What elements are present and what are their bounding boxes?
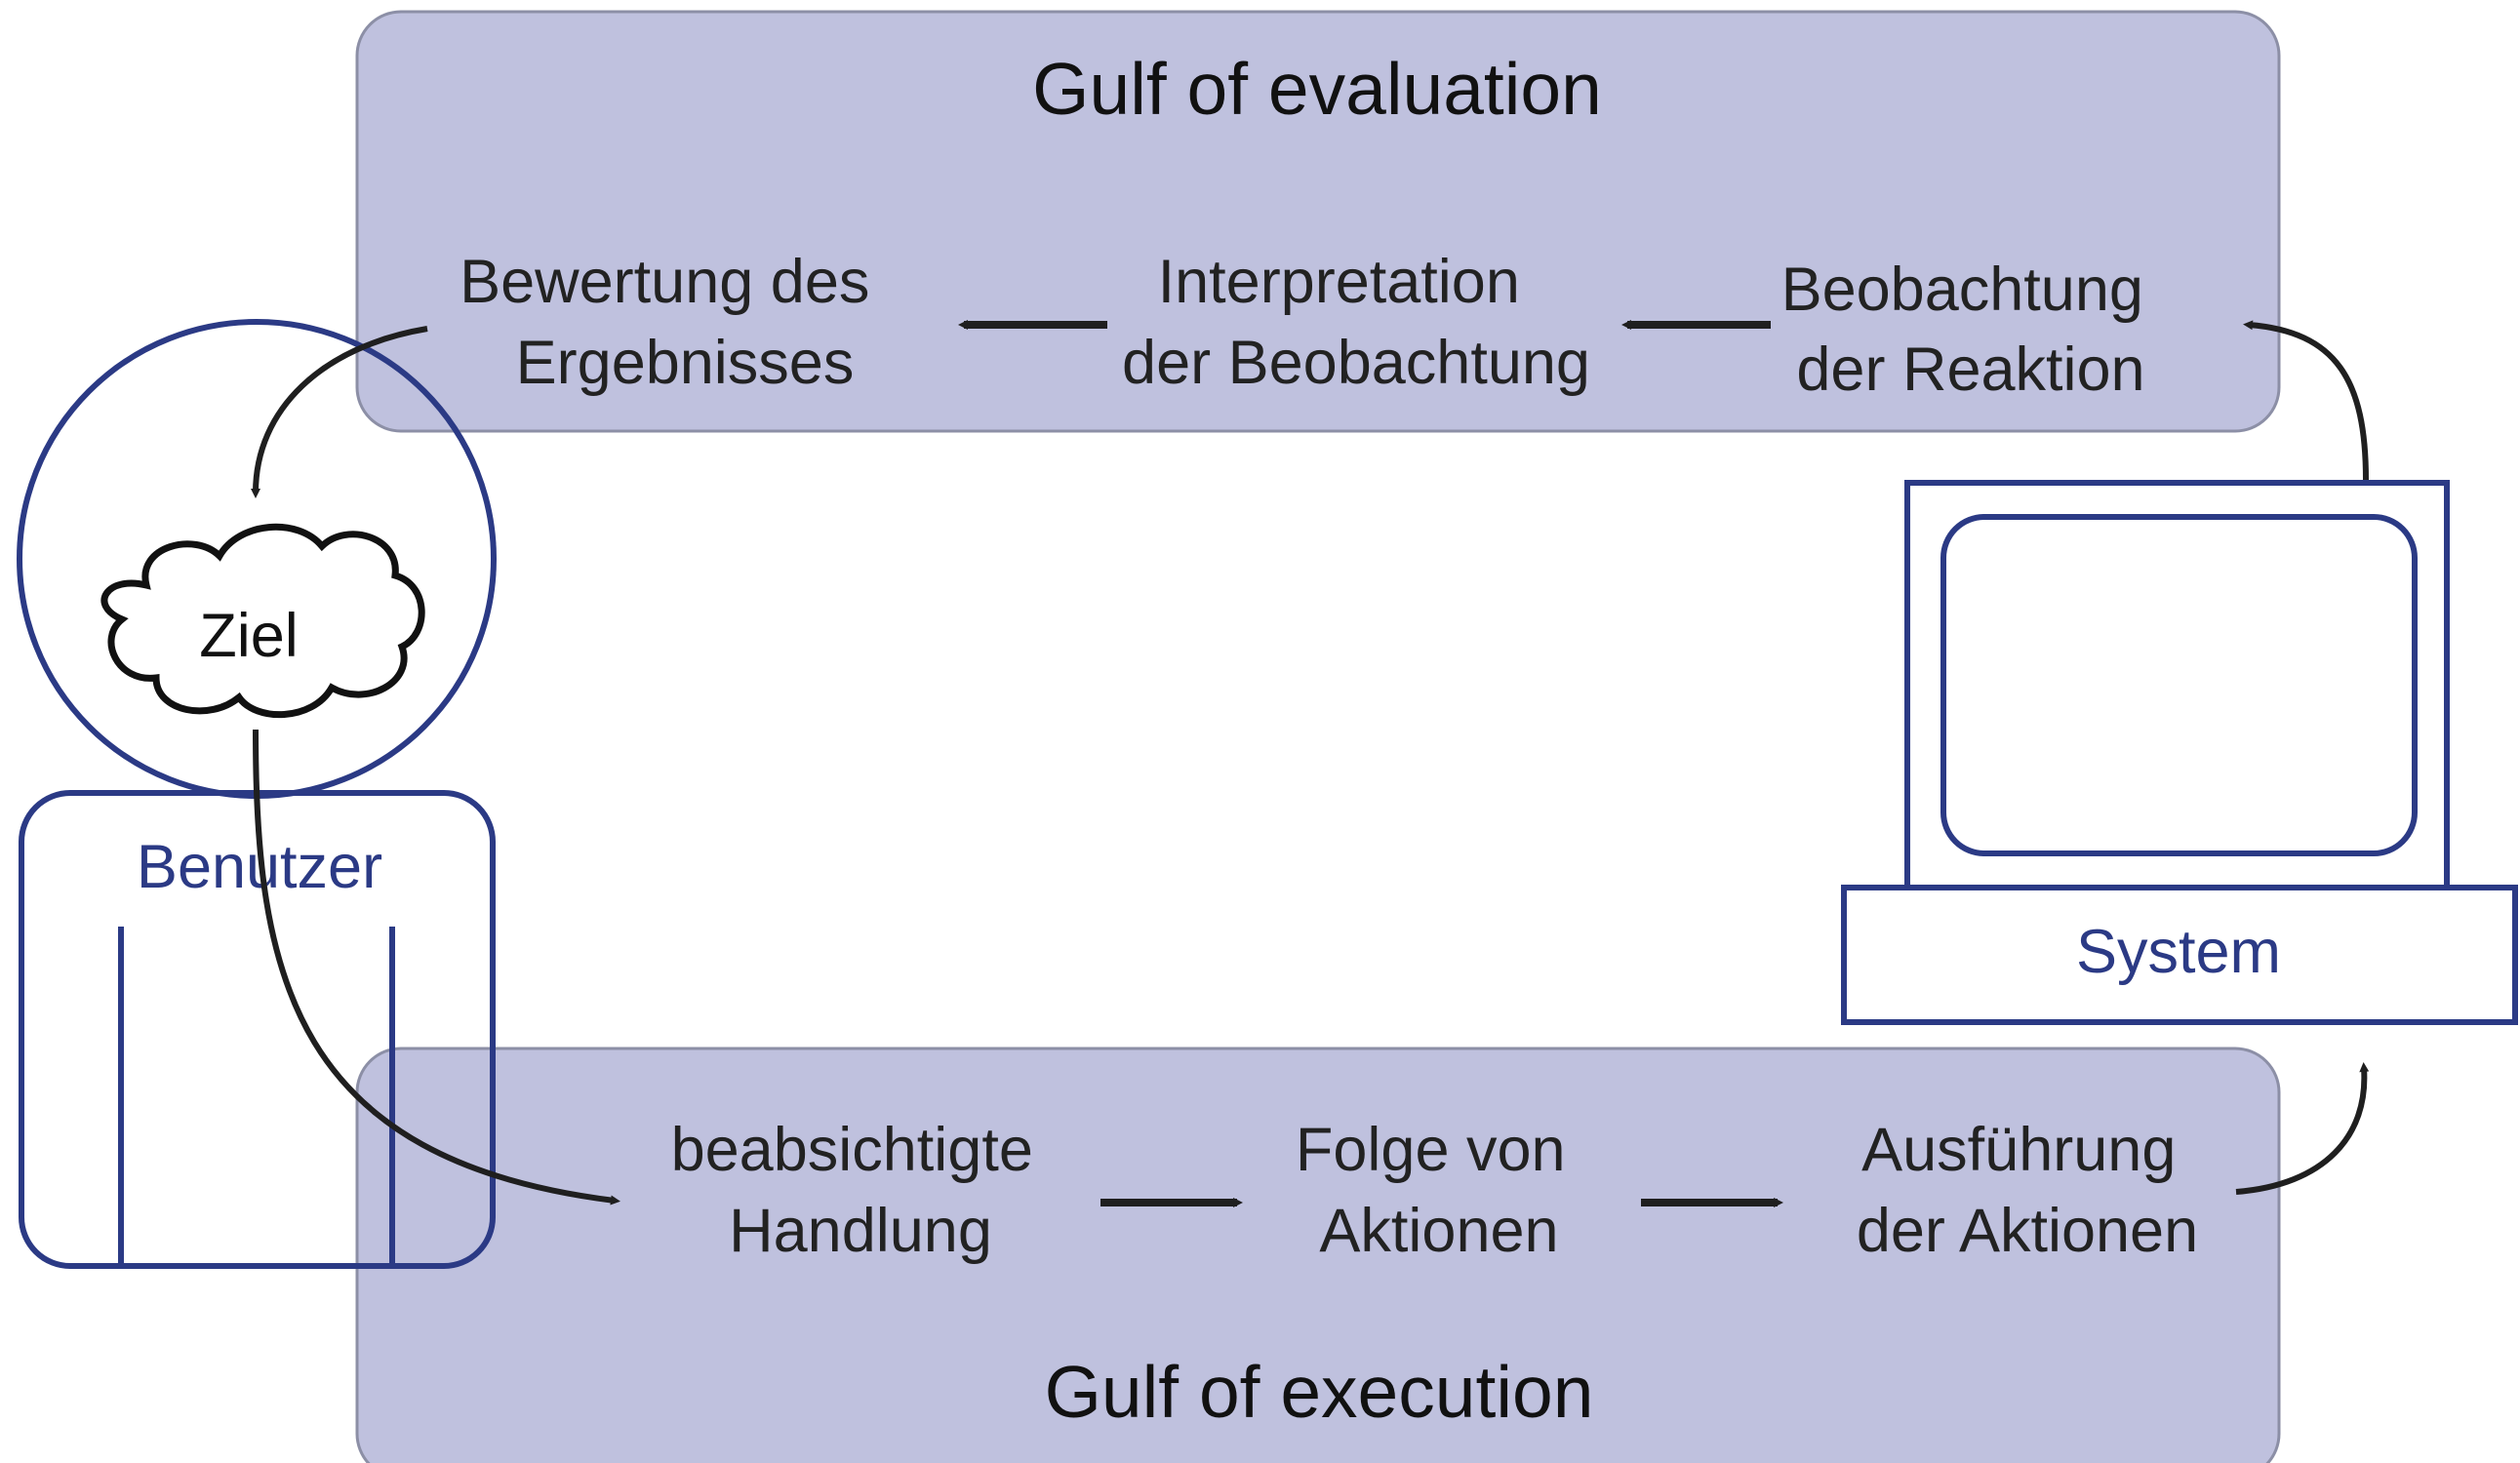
arrow-bewertung-to-ziel [251, 326, 428, 498]
step-beobachtung: Beobachtung der Reaktion [1781, 256, 2161, 404]
system-base [1841, 885, 2518, 1025]
execution-title: Gulf of execution [1045, 1351, 1594, 1433]
arrow-ausfuehrung-to-system [2235, 1062, 2370, 1195]
evaluation-title: Gulf of evaluation [1032, 48, 1602, 130]
arrow-system-to-beobachtung [2243, 320, 2369, 481]
evaluation-panel [355, 10, 2281, 433]
goal-label: Ziel [199, 602, 299, 670]
step-folge: Folge von Aktionen [1296, 1116, 1582, 1265]
step-ausfuehrung: Ausführung der Aktionen [1857, 1116, 2198, 1265]
arrow-ziel-to-handlung [253, 729, 620, 1206]
goal-cloud-icon [100, 523, 425, 719]
monitor-screen [1940, 514, 2418, 856]
system-label: System [2076, 918, 2281, 986]
step-handlung: beabsichtigte Handlung [671, 1116, 1051, 1265]
step-bewertung: Bewertung des Ergebnisses [460, 248, 887, 397]
step-interpretation: Interpretation der Beobachtung [1122, 248, 1590, 397]
